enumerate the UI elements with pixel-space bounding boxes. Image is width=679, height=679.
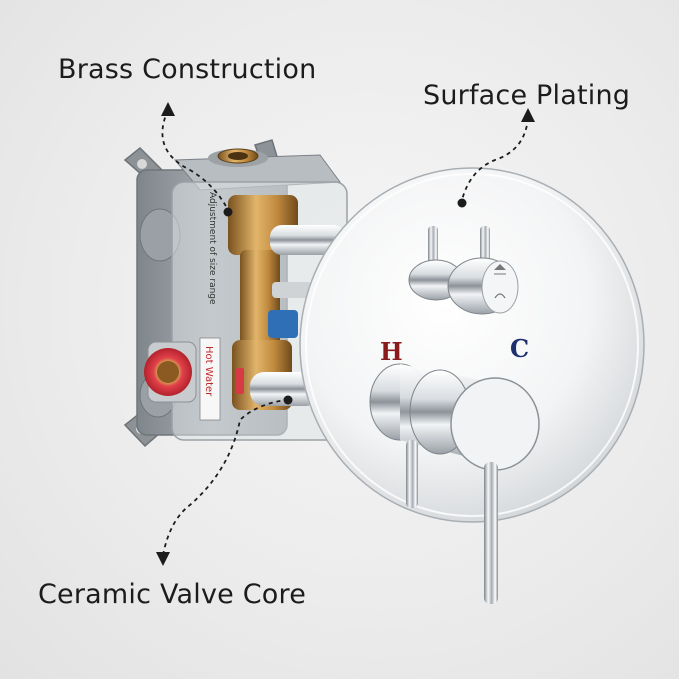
cold-indicator: C <box>510 334 529 363</box>
box-size-range-label: Adjustment of size range <box>207 192 217 305</box>
hot-water-inlet-port <box>144 341 244 403</box>
brass-callout-arrow <box>161 109 229 211</box>
ceramic-arrowhead <box>156 552 170 566</box>
brass-target-dot <box>223 207 233 217</box>
top-brass-inlet <box>208 148 268 167</box>
surface-target-dot <box>457 198 467 208</box>
callout-arrows <box>161 109 529 556</box>
brass-body <box>228 195 312 410</box>
ceramic-callout-arrow <box>162 399 286 556</box>
brass-arrowhead <box>161 102 175 116</box>
hot-water-tag: Hot Water <box>199 337 221 421</box>
hot-indicator: H <box>380 337 403 366</box>
mixing-lever-handle <box>369 363 540 604</box>
ceramic-target-dot <box>283 395 293 405</box>
hot-water-label: Hot Water <box>203 346 214 397</box>
surface-arrowhead <box>521 108 535 122</box>
diverter-knob <box>408 226 519 315</box>
ceramic-valve-core-callout: Ceramic Valve Core <box>38 579 307 610</box>
surface-plating-callout: Surface Plating <box>423 80 631 111</box>
surface-callout-arrow <box>461 117 529 201</box>
trim-plate <box>299 167 645 523</box>
chrome-spindles <box>250 225 345 406</box>
brass-construction-callout: Brass Construction <box>58 54 317 85</box>
